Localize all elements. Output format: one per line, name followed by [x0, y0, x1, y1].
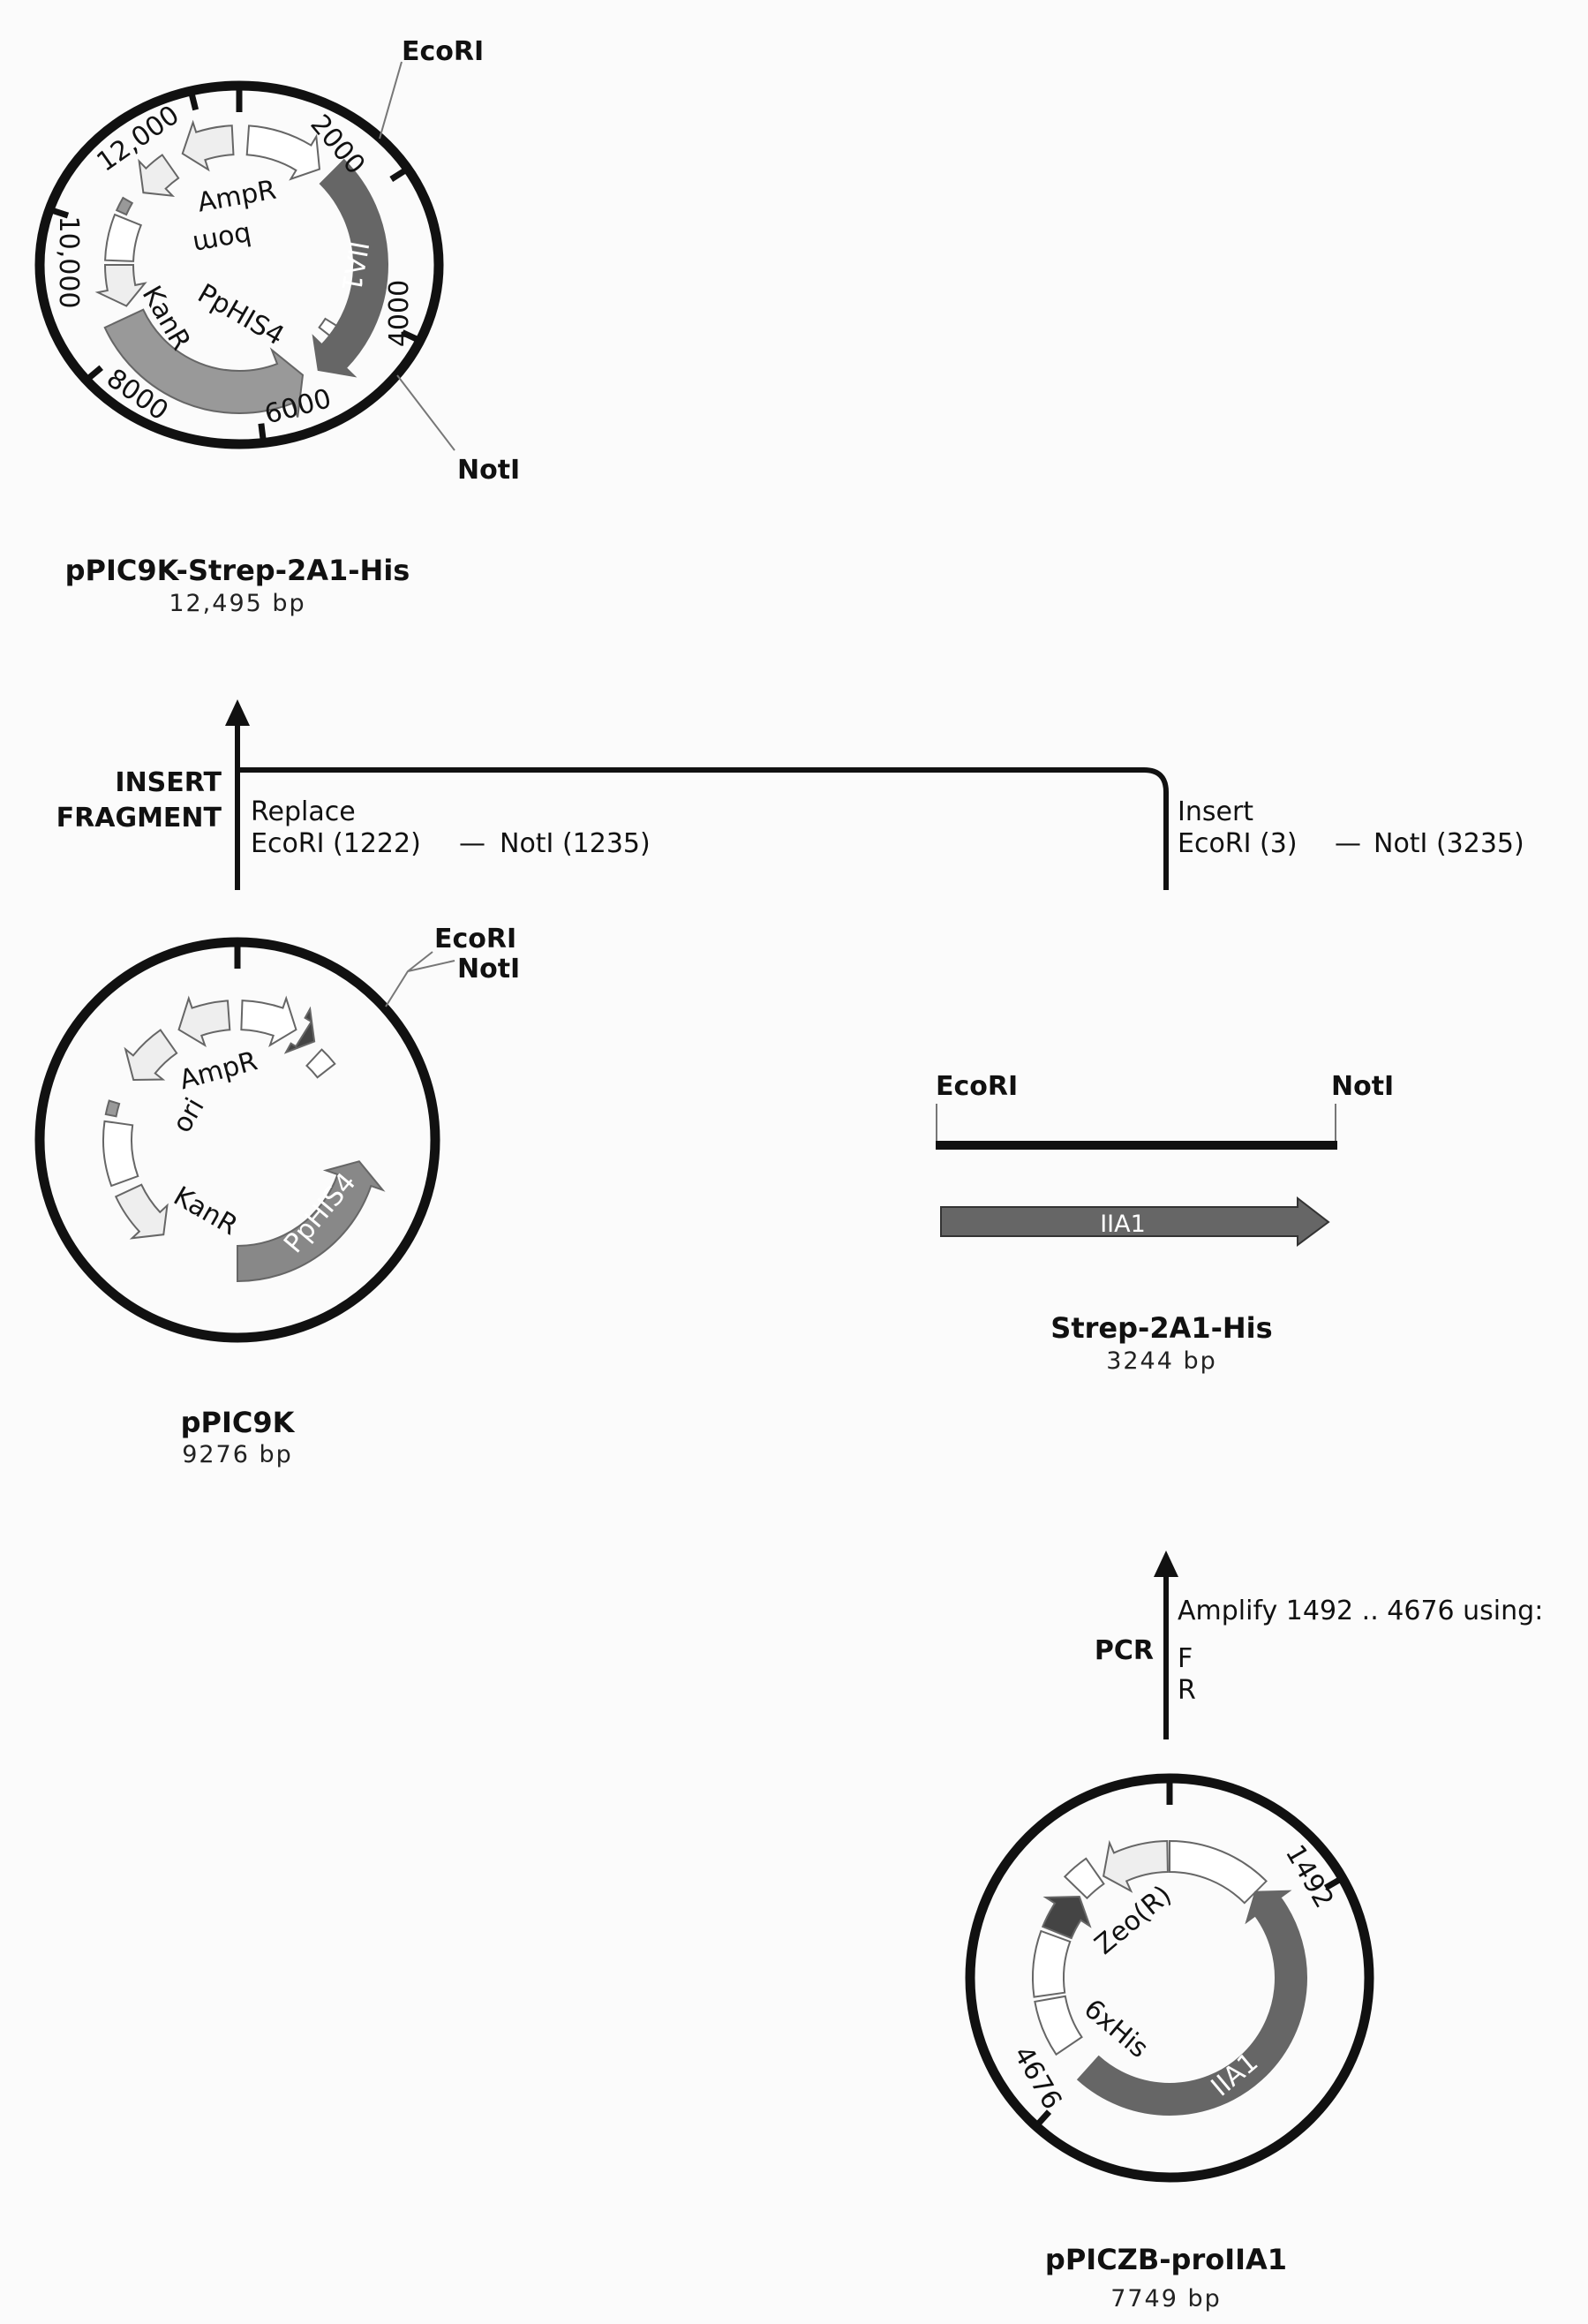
ecori-site-label: EcoRI: [434, 924, 516, 954]
insert-label: FRAGMENT: [56, 803, 222, 834]
feature-arrow: [138, 154, 180, 198]
replace-title: Replace: [251, 796, 356, 827]
feature-zeo-arrow: [1102, 1839, 1169, 1893]
feature-kanr-arrow: [94, 264, 147, 307]
backbone-ring: [965, 1773, 1374, 2183]
site-leaders: [385, 951, 455, 1007]
pcr-step: PCR Amplify 1492 .. 4676 using: F R: [1095, 1551, 1543, 1739]
feature-box: [1032, 1929, 1072, 1998]
feature-box: [1034, 1995, 1083, 2056]
amplify-text: Amplify 1492 .. 4676 using:: [1178, 1596, 1543, 1626]
plasmid-vector: EcoRI NotI AmpR ori KanR PpHIS4 pPIC9K 9…: [34, 924, 520, 1468]
noti-leader: [396, 374, 455, 451]
feature-iia1-arrow: [312, 158, 388, 378]
plasmid-size: 12,495 bp: [169, 590, 305, 617]
backbone-ring: [34, 937, 440, 1343]
feature-arrow: [124, 1029, 178, 1082]
insert-noti: NotI (3235): [1374, 828, 1524, 859]
feature-arrow: [283, 1006, 316, 1054]
feature-arrow: [245, 124, 321, 181]
feature-box: [318, 317, 338, 337]
insert-dash: —: [1335, 828, 1361, 859]
feature-label-pphis4: PpHIS4: [192, 278, 290, 352]
tick-label: 4000: [384, 280, 415, 347]
feature-box: [1063, 1857, 1105, 1900]
insert-label: INSERT: [115, 767, 222, 798]
feature-bom-box: [115, 196, 134, 216]
feature-box: [104, 213, 143, 262]
feature-kanr-arrow: [114, 1183, 169, 1240]
fragment: EcoRI NotI IIA1 Strep-2A1-His 3244 bp: [936, 1071, 1394, 1375]
feature-label-ori: ori: [167, 1093, 211, 1138]
plasmid-name: pPIC9K: [181, 1406, 296, 1439]
insert-title: Insert: [1178, 796, 1253, 827]
noti-site-label: NotI: [457, 455, 520, 486]
feature-box: [102, 1120, 139, 1188]
replace-noti: NotI (1235): [500, 828, 651, 859]
arrow-up-icon: [225, 699, 250, 726]
forward-primer: F: [1178, 1643, 1193, 1674]
feature-arrow: [240, 995, 297, 1047]
iia1-feature-arrow: [940, 1196, 1330, 1247]
feature-box: [1169, 1839, 1268, 1905]
insert-ecori: EcoRI (3): [1178, 828, 1298, 859]
fragment-name: Strep-2A1-His: [1050, 1311, 1272, 1345]
tick-label: 10,000: [53, 216, 84, 309]
feature-pphis4-arrow: [103, 308, 305, 418]
plasmid-size: 7749 bp: [1110, 2285, 1222, 2313]
plasmid-name: pPICZB-proIIA1: [1045, 2243, 1287, 2276]
feature-ampr-arrow: [177, 995, 231, 1047]
noti-site-label: NotI: [457, 954, 520, 985]
replace-ecori: EcoRI (1222): [251, 828, 421, 859]
feature-label-iia1: IIA1: [1100, 1211, 1146, 1238]
fragment-size: 3244 bp: [1106, 1347, 1217, 1375]
feature-arrow: [1041, 1895, 1092, 1940]
feature-label-bom: bom: [191, 219, 254, 260]
feature-pphis4-arrow: [237, 1160, 386, 1283]
feature-box: [305, 1048, 336, 1079]
fragment-left-site: EcoRI: [936, 1071, 1018, 1102]
fragment-right-site: NotI: [1331, 1071, 1394, 1102]
plasmid-name: pPIC9K-Strep-2A1-His: [65, 554, 410, 587]
feature-label-ampr: AmpR: [177, 1045, 261, 1096]
insert-step: INSERT FRAGMENT Replace EcoRI (1222) — N…: [56, 699, 1524, 890]
feature-label-ampr: AmpR: [195, 175, 278, 219]
insert-connector: [237, 767, 1169, 890]
plasmid-size: 9276 bp: [182, 1441, 293, 1468]
pcr-label: PCR: [1095, 1635, 1154, 1666]
tick-label: 1492: [1279, 1839, 1339, 1913]
feature-label-zeo: Zeo(R): [1089, 1880, 1178, 1961]
feature-label-6xhis: 6xHis: [1078, 1994, 1154, 2064]
reverse-primer: R: [1178, 1675, 1196, 1706]
ecori-leader: [379, 61, 403, 140]
arrow-up-icon: [1154, 1551, 1178, 1577]
feature-iia1-arrow: [1076, 1890, 1307, 2116]
feature-label-kanr: KanR: [168, 1181, 243, 1241]
feature-ampr-arrow: [181, 119, 235, 172]
backbone-ring: [34, 80, 444, 449]
feature-ori-box: [104, 1099, 121, 1118]
replace-dash: —: [459, 828, 485, 859]
ecori-site-label: EcoRI: [402, 36, 484, 67]
